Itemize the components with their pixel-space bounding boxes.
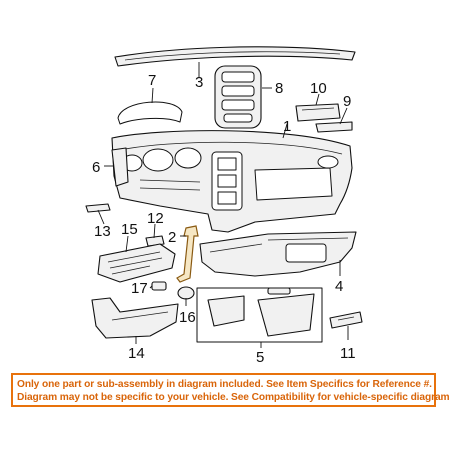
callout-16: 16	[179, 309, 196, 326]
callout-10: 10	[310, 80, 327, 97]
callout-12: 12	[147, 210, 164, 227]
part-3-top-cover	[114, 46, 356, 67]
callout-14: 14	[128, 345, 145, 362]
callout-labels: 3 7 8 10 9 1 6 13 12 15 2 4 17 16 14 5 1…	[92, 72, 356, 366]
part-14-lower-console	[91, 297, 179, 339]
part-10-bezel	[295, 103, 341, 122]
callout-15: 15	[121, 221, 138, 238]
part-11-bracket	[329, 311, 363, 329]
part-1-instrument-panel	[111, 130, 353, 233]
disclaimer-box: Only one part or sub-assembly in diagram…	[11, 373, 450, 407]
callout-5: 5	[256, 349, 264, 366]
part-5-box	[196, 287, 323, 343]
part-16-clip	[177, 286, 195, 300]
callout-17: 17	[131, 280, 148, 297]
callout-11: 11	[340, 345, 356, 362]
part-15-knee-panel	[97, 243, 176, 283]
disclaimer-line-1: Only one part or sub-assembly in diagram…	[17, 379, 432, 390]
leader-lines	[97, 62, 349, 348]
part-13-vent	[85, 203, 111, 213]
callout-3: 3	[195, 74, 203, 91]
callout-13: 13	[94, 223, 111, 240]
part-6-end-cap	[111, 147, 129, 187]
part-7-cluster-bezel	[117, 101, 183, 125]
part-8-center-bezel	[214, 65, 262, 129]
callout-4: 4	[335, 278, 343, 295]
part-2-bracket-highlighted	[176, 225, 199, 283]
callout-2: 2	[168, 229, 176, 246]
part-17-clip	[151, 281, 167, 291]
callout-1: 1	[283, 118, 291, 135]
callout-9: 9	[343, 93, 351, 110]
part-12-bracket	[145, 235, 165, 247]
disclaimer-line-2: Diagram may not be specific to your vehi…	[17, 392, 450, 403]
callout-7: 7	[148, 72, 156, 89]
part-4-lower-panel	[199, 231, 357, 277]
callout-6: 6	[92, 159, 100, 176]
callout-8: 8	[275, 80, 283, 97]
part-9-bezel	[315, 121, 353, 133]
